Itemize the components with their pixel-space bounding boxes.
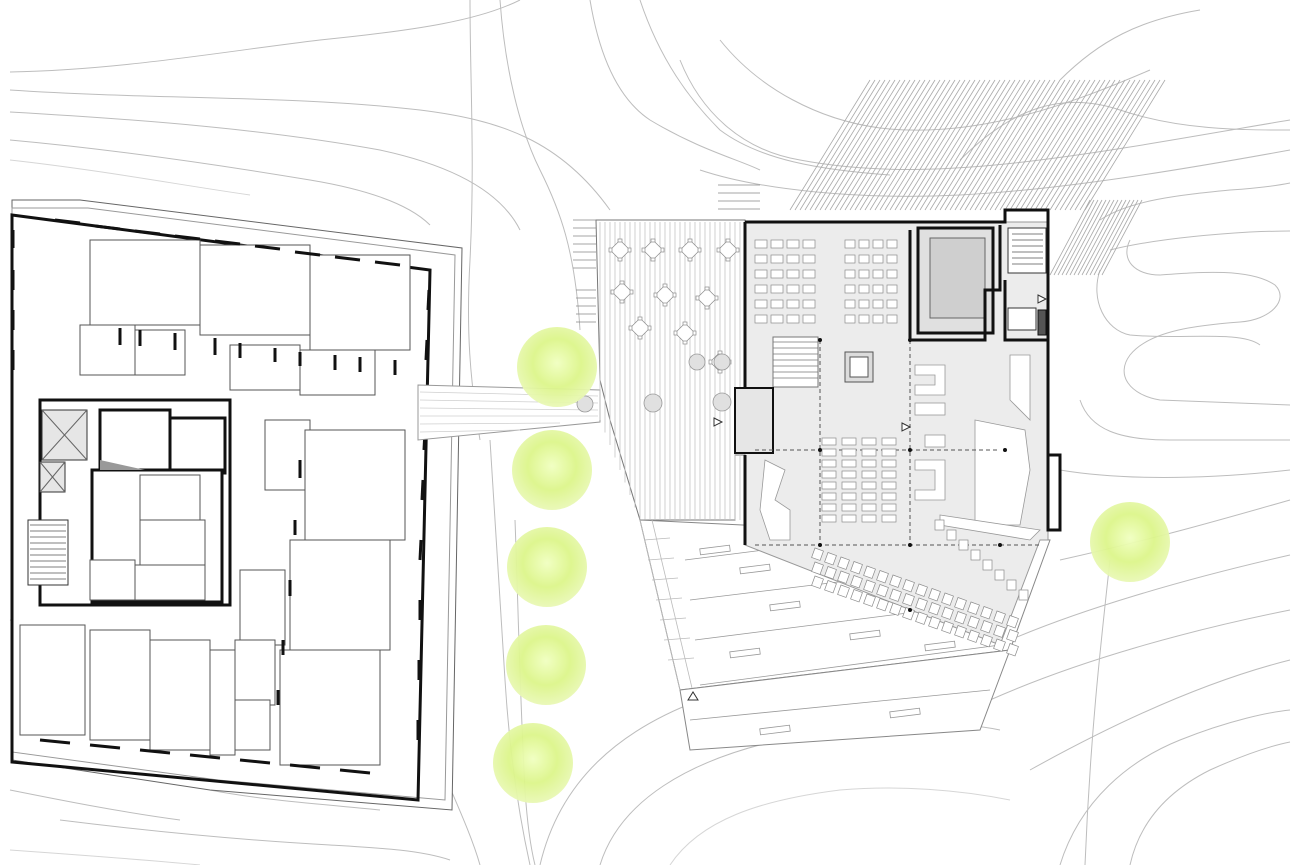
- terrace-deck: [573, 184, 760, 521]
- entrance-markers: [687, 294, 1048, 701]
- entrance-triangle-icon: [713, 417, 724, 427]
- trees: [493, 327, 1170, 803]
- building-left: [10, 199, 463, 811]
- tree: [512, 430, 592, 510]
- entrance-triangle-icon: [687, 691, 699, 701]
- tree: [506, 625, 586, 705]
- tree: [517, 327, 597, 407]
- tree: [493, 723, 573, 803]
- entrance-triangle-icon: [901, 422, 912, 432]
- building-right: [734, 208, 1062, 657]
- slope-hatch: [789, 79, 1166, 276]
- tree: [1090, 502, 1170, 582]
- entrance-triangle-icon: [1037, 294, 1048, 304]
- tree: [507, 527, 587, 607]
